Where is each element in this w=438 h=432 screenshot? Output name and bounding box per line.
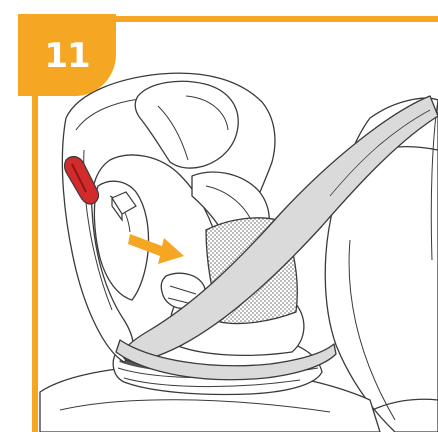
step-number-label: 11 (44, 39, 89, 73)
step-number-badge: 11 (18, 14, 116, 96)
